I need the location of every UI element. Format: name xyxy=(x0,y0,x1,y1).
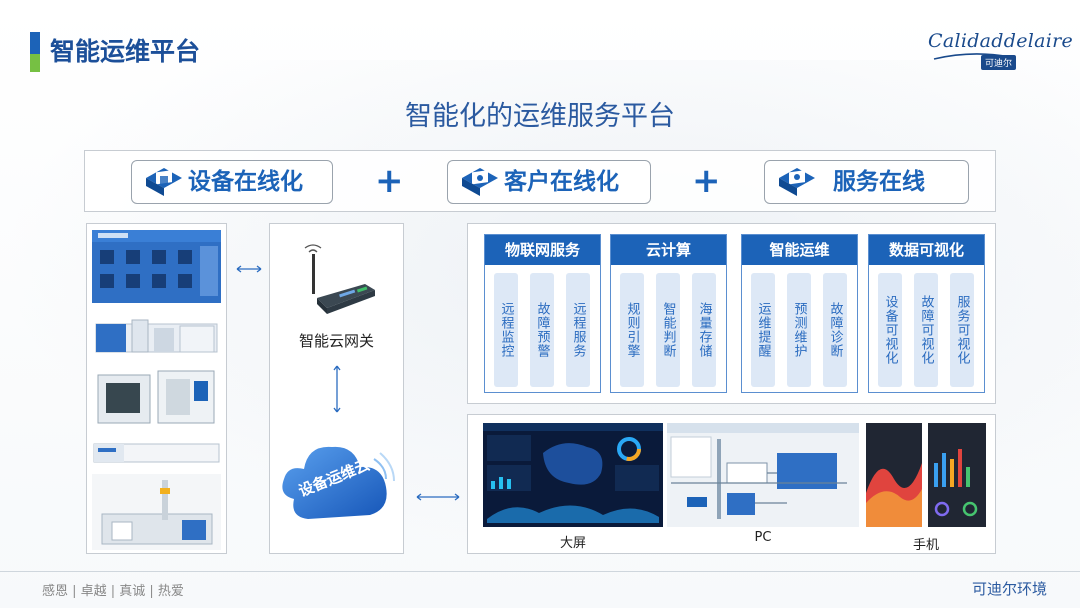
modular-unit-image xyxy=(93,443,220,463)
service-item: 预测维护 xyxy=(787,273,811,387)
pill-label: 设备在线化 xyxy=(188,169,303,195)
service-card-title: 智能运维 xyxy=(742,235,857,265)
service-item: 设备可视化 xyxy=(878,273,902,387)
big-screen-dashboard-image xyxy=(483,423,663,527)
cleanroom-unit-image xyxy=(95,319,218,353)
service-card-iot: 物联网服务 远程监控 故障预警 远程服务 xyxy=(484,234,601,393)
online-capabilities-row: 设备在线化 + 客户在线化 + 服务在线 xyxy=(84,150,996,212)
customer-screen-icon xyxy=(462,168,498,196)
plus-sign: + xyxy=(375,161,404,201)
service-card-smart-ops: 智能运维 运维提醒 预测维护 故障诊断 xyxy=(741,234,858,393)
page-title: 智能运维平台 xyxy=(50,37,201,66)
pill-service-online: 服务在线 xyxy=(764,160,969,204)
bidirectional-arrow-icon xyxy=(416,493,460,501)
service-card-title: 数据可视化 xyxy=(869,235,984,265)
bidirectional-arrow-icon xyxy=(236,265,262,273)
service-item: 服务可视化 xyxy=(950,273,974,387)
air-handling-unit-image xyxy=(92,230,221,303)
footer-divider xyxy=(0,571,1080,572)
logo-wordmark: Calidaddelaire xyxy=(928,30,1074,52)
service-card-cloud: 云计算 规则引擎 智能判断 海量存储 xyxy=(610,234,727,393)
title-accent-bar xyxy=(30,32,40,72)
service-item: 故障可视化 xyxy=(914,273,938,387)
screen-label-bigscreen: 大屏 xyxy=(559,536,586,551)
pc-dashboard-image xyxy=(667,423,859,527)
footer-values: 感恩 | 卓越 | 真诚 | 热爱 xyxy=(42,584,184,599)
equipment-panel xyxy=(86,223,227,554)
service-card-title: 云计算 xyxy=(611,235,726,265)
service-item: 远程服务 xyxy=(566,273,590,387)
gateway-panel: 智能云网关 设备运维云 xyxy=(269,223,404,554)
mobile-app-image xyxy=(866,423,986,527)
device-screen-icon xyxy=(146,168,182,196)
pill-customer-online: 客户在线化 xyxy=(447,160,651,204)
service-screen-icon xyxy=(779,168,815,196)
main-heading: 智能化的运维服务平台 xyxy=(405,101,675,132)
service-item: 智能判断 xyxy=(656,273,680,387)
ops-cloud-icon xyxy=(282,446,395,519)
footer-company-name: 可迪尔环境 xyxy=(971,580,1047,598)
service-item: 远程监控 xyxy=(494,273,518,387)
screen-label-pc: PC xyxy=(754,530,772,545)
vertical-bidirectional-arrow-icon xyxy=(333,365,341,413)
pill-label: 服务在线 xyxy=(833,169,925,195)
service-card-title: 物联网服务 xyxy=(485,235,600,265)
service-item: 运维提醒 xyxy=(751,273,775,387)
gateway-label: 智能云网关 xyxy=(298,332,374,350)
plus-sign: + xyxy=(692,161,721,201)
logo-badge: 可迪尔 xyxy=(980,55,1016,70)
service-item: 规则引擎 xyxy=(620,273,644,387)
cloud-gateway-device-icon xyxy=(304,244,375,314)
terminals-panel: 大屏 PC 手机 xyxy=(467,414,996,554)
test-chamber-image xyxy=(97,370,215,424)
service-item: 海量存储 xyxy=(692,273,716,387)
pill-label: 客户在线化 xyxy=(504,169,619,195)
service-item: 故障诊断 xyxy=(823,273,847,387)
services-panel: 物联网服务 远程监控 故障预警 远程服务 云计算 规则引擎 智能判断 海量存储 … xyxy=(467,223,996,404)
screen-label-mobile: 手机 xyxy=(912,538,939,553)
service-card-data-viz: 数据可视化 设备可视化 故障可视化 服务可视化 xyxy=(868,234,985,393)
pill-device-online: 设备在线化 xyxy=(131,160,333,204)
industrial-system-image xyxy=(92,474,221,550)
company-logo: Calidaddelaire 可迪尔 xyxy=(928,30,1074,70)
service-item: 故障预警 xyxy=(530,273,554,387)
